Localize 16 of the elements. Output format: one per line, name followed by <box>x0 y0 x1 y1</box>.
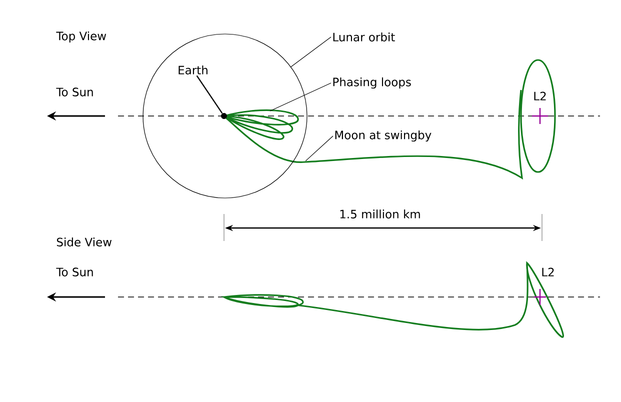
leader-line <box>305 136 334 162</box>
dimension-label: 1.5 million km <box>340 210 420 218</box>
orbit-circle <box>142 34 308 198</box>
point-label: L2 <box>534 92 546 100</box>
leader-line <box>270 82 332 112</box>
point-label: L2 <box>542 268 554 276</box>
direction-label: To Sun <box>56 268 93 276</box>
callout-text: Earth <box>178 66 208 74</box>
callout-text: Phasing loops <box>333 77 411 89</box>
view-heading: Side View <box>56 238 112 246</box>
callout-text: Moon at swingby <box>335 130 432 142</box>
leader-line <box>290 36 332 68</box>
view-heading: Top View <box>56 31 106 43</box>
direction-label: To Sun <box>56 88 93 96</box>
callout-text: Lunar orbit <box>333 32 395 42</box>
leader-line <box>196 75 223 114</box>
